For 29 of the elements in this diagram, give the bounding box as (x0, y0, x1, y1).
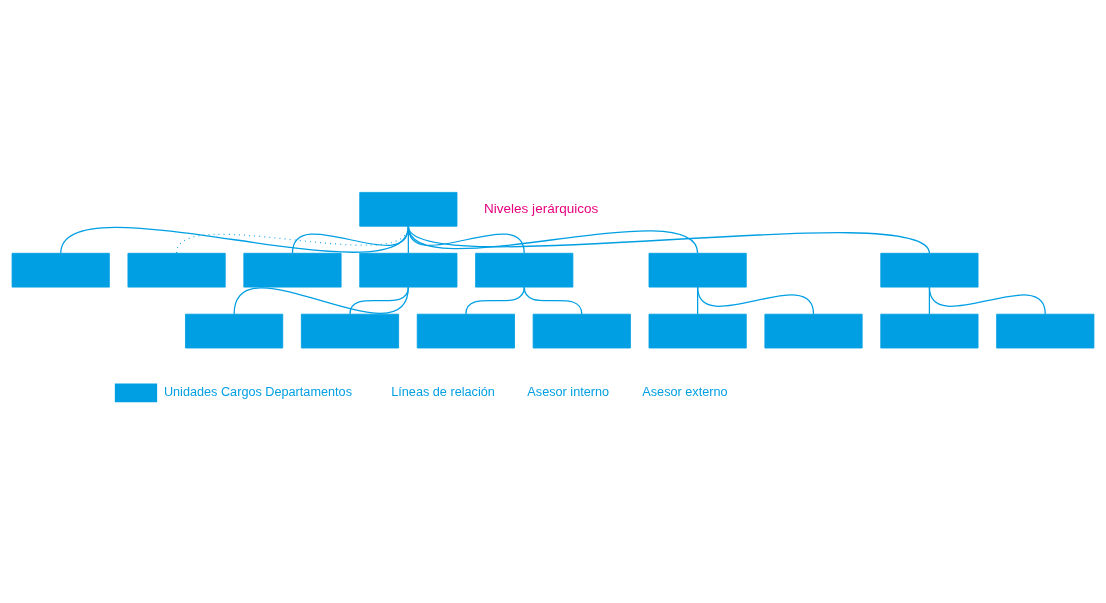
node-box (996, 313, 1095, 349)
connector (60, 225, 409, 254)
connector (697, 286, 815, 315)
node-box (880, 252, 979, 288)
legend-label: Asesor interno (527, 384, 610, 399)
node-box (359, 252, 458, 288)
legend-label: Asesor externo (642, 384, 728, 399)
node-box (359, 191, 458, 227)
node-box (648, 313, 747, 349)
node-box (416, 313, 515, 349)
node-box (475, 252, 574, 288)
node-box (127, 252, 226, 288)
connector (928, 286, 1046, 315)
legend-label: Líneas de relación (391, 384, 495, 399)
connector (233, 286, 409, 315)
connector (523, 286, 583, 315)
node-box (532, 313, 631, 349)
label: Niveles jerárquicos (484, 200, 599, 216)
node-box (300, 313, 400, 349)
connector (407, 225, 931, 254)
legend-label: Unidades Cargos Departamentos (163, 384, 352, 399)
node-box (11, 252, 110, 288)
connector (349, 286, 409, 315)
connector (465, 286, 525, 315)
node-box (880, 313, 979, 349)
node-box (648, 252, 747, 288)
node-box (185, 313, 284, 349)
node-box (243, 252, 342, 288)
node-box (764, 313, 863, 349)
